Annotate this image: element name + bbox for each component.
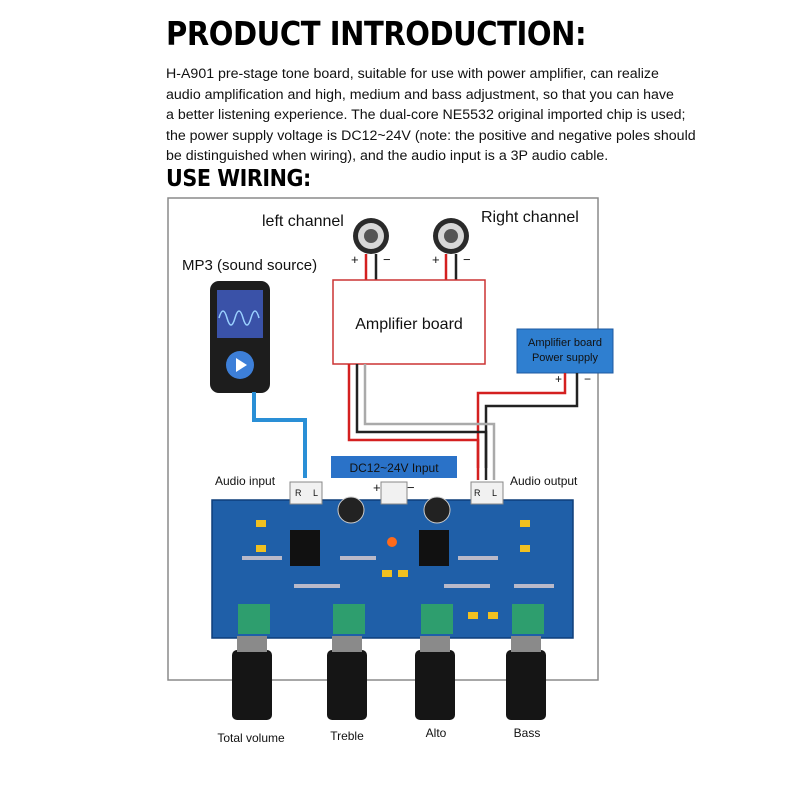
left-plus-sign: + <box>351 252 359 267</box>
left-channel-label: left channel <box>262 213 344 230</box>
input-pin-l: L <box>313 488 318 498</box>
knob-label-bass: Bass <box>514 726 541 740</box>
capacitor-icon <box>423 496 451 524</box>
amp-wire-red <box>347 364 480 480</box>
amplifier-board-box <box>332 279 486 365</box>
power-supply-box <box>516 328 614 374</box>
input-connector: R L <box>289 481 323 505</box>
output-pin-l: L <box>492 488 497 498</box>
ne5532-chip-icon <box>419 530 449 566</box>
power-wire-red <box>476 373 567 468</box>
intro-line: be distinguished when wiring), and the a… <box>166 148 609 164</box>
power-plus-sign: + <box>555 372 562 386</box>
sound-source-label: MP3 (sound source) <box>182 257 317 274</box>
intro-paragraph: H-A901 pre-stage tone board, suitable fo… <box>166 64 696 167</box>
power-supply-label-line1: Amplifier board <box>528 337 602 349</box>
right-channel-label: Right channel <box>481 209 579 226</box>
amplifier-board-label: Amplifier board <box>355 316 463 333</box>
ne5532-chip-icon <box>290 530 320 566</box>
pcb-components <box>256 520 530 619</box>
knob-treble[interactable] <box>327 650 367 720</box>
intro-line: audio amplification and high, medium and… <box>166 86 674 103</box>
power-minus-sign: − <box>584 372 591 386</box>
knob-label-treble: Treble <box>330 729 364 743</box>
right-plus-sign: + <box>432 252 440 267</box>
knob-label-total-volume: Total volume <box>217 731 285 745</box>
heading-use-wiring: USE WIRING: <box>166 166 311 192</box>
knob-bass[interactable] <box>506 650 546 720</box>
mp3-player-icon <box>210 281 270 393</box>
knob-alto[interactable] <box>415 650 455 720</box>
pot-total-volume[interactable] <box>232 604 272 720</box>
right-minus-sign: − <box>463 252 471 267</box>
intro-line: the power supply voltage is DC12~24V (no… <box>166 127 696 144</box>
amp-wire-black <box>355 364 488 480</box>
audio-input-label: Audio input <box>215 474 276 488</box>
capacitor-icon <box>337 496 365 524</box>
dc-minus-sign: − <box>407 480 415 495</box>
input-pin-r: R <box>295 488 302 498</box>
output-pin-r: R <box>474 488 481 498</box>
pot-treble[interactable] <box>327 604 367 720</box>
audio-input-cable <box>252 392 307 478</box>
pot-bass[interactable] <box>506 604 546 720</box>
pot-alto[interactable] <box>415 604 455 720</box>
diagram-frame <box>167 197 599 681</box>
power-led-icon <box>387 537 397 547</box>
heading-product-introduction: PRODUCT INTRODUCTION: <box>166 14 587 53</box>
audio-output-label: Audio output <box>510 474 578 488</box>
knob-label-alto: Alto <box>426 726 447 740</box>
power-wire-black <box>484 373 579 468</box>
left-minus-sign: − <box>383 252 391 267</box>
amp-wire-grey <box>363 364 496 480</box>
output-connector: R L <box>470 481 504 505</box>
intro-line: a better listening experience. The dual-… <box>166 107 686 123</box>
dc-input-banner <box>331 456 457 478</box>
right-speaker-icon <box>433 218 469 282</box>
knob-total-volume[interactable] <box>232 650 272 720</box>
left-speaker-icon <box>353 218 389 282</box>
dc-plus-sign: + <box>373 480 381 495</box>
power-supply-label-line2: Power supply <box>532 352 599 364</box>
intro-line: H-A901 pre-stage tone board, suitable fo… <box>166 66 659 82</box>
dc-input-label: DC12~24V Input <box>349 461 439 475</box>
power-connector <box>380 481 408 505</box>
pcb-resistors <box>242 556 554 588</box>
